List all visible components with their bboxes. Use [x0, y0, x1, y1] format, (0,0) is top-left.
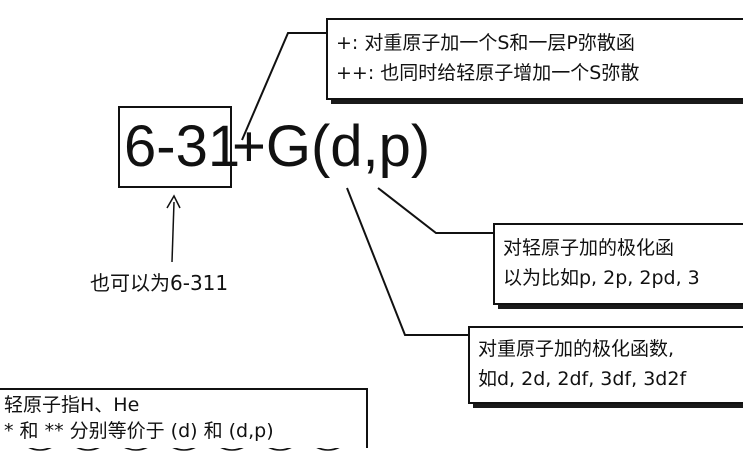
light-polarization-line-1: 对轻原子加的极化函 [503, 237, 675, 259]
light-polarization-box: 对轻原子加的极化函 以为比如p, 2p, 2pd, 3 [493, 223, 743, 305]
basis-set-suffix: +G(d,p) [232, 114, 431, 179]
alt-arrow-head [166, 194, 181, 209]
bottom-note-line-2: * 和 ** 分别等价于 (d) 和 (d,p) [4, 420, 274, 442]
alt-arrow-line [171, 201, 175, 263]
light-polarization-line-2: 以为比如p, 2p, 2pd, 3 [503, 267, 700, 289]
diffuse-note-line-2: ++: 也同时给轻原子增加一个S弥散 [336, 62, 640, 84]
alt-basis-note: 也可以为6-311 [90, 271, 229, 295]
diffuse-connector [241, 32, 332, 141]
heavy-polarization-line-1: 对重原子加的极化函数, [478, 338, 675, 360]
basis-set-name: 6-31 [124, 114, 241, 179]
bottom-note-box: 轻原子指H、He * 和 ** 分别等价于 (d) 和 (d,p) [0, 388, 368, 448]
light-polarization-connector [377, 187, 496, 234]
basis-highlight-box [118, 106, 232, 188]
heavy-polarization-line-2: 如d, 2d, 2df, 3df, 3d2f [478, 368, 687, 390]
diffuse-note-box: +: 对重原子加一个S和一层P弥散函 ++: 也同时给轻原子增加一个S弥散 [326, 18, 743, 100]
heavy-polarization-box: 对重原子加的极化函数, 如d, 2d, 2df, 3df, 3d2f [468, 326, 743, 404]
diffuse-note-line-1: +: 对重原子加一个S和一层P弥散函 [336, 32, 635, 54]
heavy-polarization-connector [346, 187, 472, 336]
bottom-note-line-1: 轻原子指H、He [4, 394, 140, 416]
